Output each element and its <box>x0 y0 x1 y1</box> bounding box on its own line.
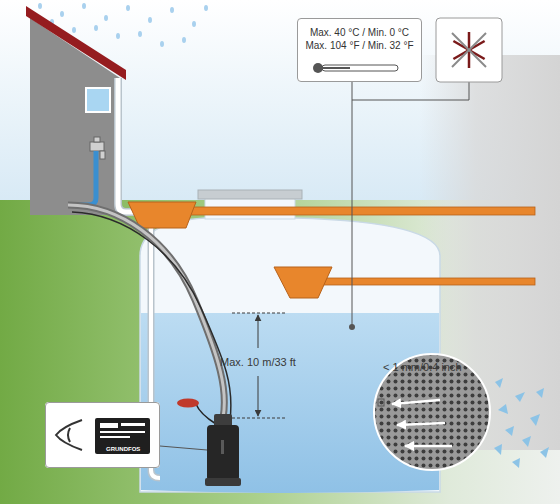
tank-lid <box>198 190 302 199</box>
hose <box>68 205 231 420</box>
tap-spout <box>100 151 105 159</box>
level-line <box>232 418 286 419</box>
pump-body <box>207 425 239 481</box>
frost-box <box>436 18 502 82</box>
brand-text: GRUNDFOS <box>106 446 140 453</box>
water-pipe <box>68 151 96 205</box>
house <box>26 6 126 215</box>
level-line <box>232 313 286 314</box>
cross-out <box>452 33 486 67</box>
raindrop <box>192 21 196 27</box>
window <box>86 88 110 112</box>
nameplate-box-fill <box>45 402 160 468</box>
zoom-detail <box>374 354 549 470</box>
raindrop <box>170 7 174 13</box>
downpipe <box>118 78 134 212</box>
eye-symbol <box>56 420 82 450</box>
leader-dot <box>349 324 355 330</box>
nameplate-mark <box>100 423 118 428</box>
roof <box>26 6 126 80</box>
nameplate-mark <box>100 431 145 433</box>
hose <box>68 205 224 418</box>
downpipe-outline <box>118 78 134 212</box>
debris-leaf <box>512 458 520 468</box>
mesh-arrows <box>392 400 452 446</box>
raindrop <box>182 37 186 43</box>
raindrop <box>160 41 164 47</box>
leader-line <box>352 82 469 100</box>
dimension-label: Max. 10 m/33 ft <box>220 356 296 369</box>
hose-highlight <box>68 205 224 418</box>
raindrop <box>204 5 208 11</box>
overflow-pipe <box>318 278 535 285</box>
temperature-range: Max. 40 °C / Min. 0 °C <box>298 26 421 39</box>
dimension-arrow <box>258 376 259 416</box>
tap-handle <box>94 137 100 142</box>
frost-symbol <box>436 18 502 82</box>
raindrop <box>60 11 64 17</box>
hole-marker <box>378 399 384 406</box>
nameplate <box>95 418 150 454</box>
downpipe <box>118 78 134 212</box>
nameplate-mark <box>100 436 130 438</box>
debris-leaf <box>530 414 540 426</box>
nameplate-box: GRUNDFOS <box>45 402 160 468</box>
leader-line <box>160 446 207 450</box>
mesh-size-label: < 1 mm/0.4 inch <box>383 361 462 374</box>
cross-out <box>452 33 486 67</box>
debris-leaf <box>515 392 525 402</box>
pump <box>177 399 241 487</box>
flow-arrow <box>392 400 440 404</box>
pump-detail <box>221 440 224 454</box>
raindrop <box>38 3 42 9</box>
flow-arrow <box>397 423 445 425</box>
tap <box>90 142 104 151</box>
box-fill <box>297 18 422 82</box>
raindrop <box>82 3 86 9</box>
debris-leaf <box>540 447 549 458</box>
cable <box>72 212 231 420</box>
temperature-box-fill <box>297 18 422 82</box>
house-wall <box>30 18 120 215</box>
box-fill <box>45 402 160 468</box>
thermometer-mercury <box>320 67 350 69</box>
raindrop <box>94 25 98 31</box>
overflow-funnel <box>274 267 332 298</box>
debris-leaf <box>494 444 502 455</box>
raindrop <box>72 27 76 33</box>
pump-base <box>205 478 241 486</box>
temperature-range: Max. 104 °F / Min. 32 °F <box>298 39 421 52</box>
debris <box>494 378 549 468</box>
float-switch <box>177 399 199 408</box>
raindrop <box>138 31 142 37</box>
debris-leaf <box>522 436 531 447</box>
debris-leaf <box>505 426 514 436</box>
dimension-arrow <box>258 315 259 348</box>
float-cable <box>196 404 216 424</box>
raindrop <box>148 17 152 23</box>
mesh-circle <box>374 354 490 470</box>
raindrop <box>116 33 120 39</box>
overflow-pipe <box>188 207 535 215</box>
raindrop <box>104 15 108 21</box>
water <box>141 313 439 493</box>
leader-line <box>352 82 353 327</box>
debris-leaf <box>536 388 544 398</box>
temperature-box: Max. 40 °C / Min. 0 °CMax. 104 °F / Min.… <box>297 18 422 82</box>
nameplate-mark <box>121 423 145 426</box>
debris-leaf <box>495 378 503 388</box>
debris-leaf <box>498 404 508 414</box>
flow-arrow <box>405 445 452 448</box>
raindrop <box>126 5 130 11</box>
eye-iris <box>68 428 70 442</box>
